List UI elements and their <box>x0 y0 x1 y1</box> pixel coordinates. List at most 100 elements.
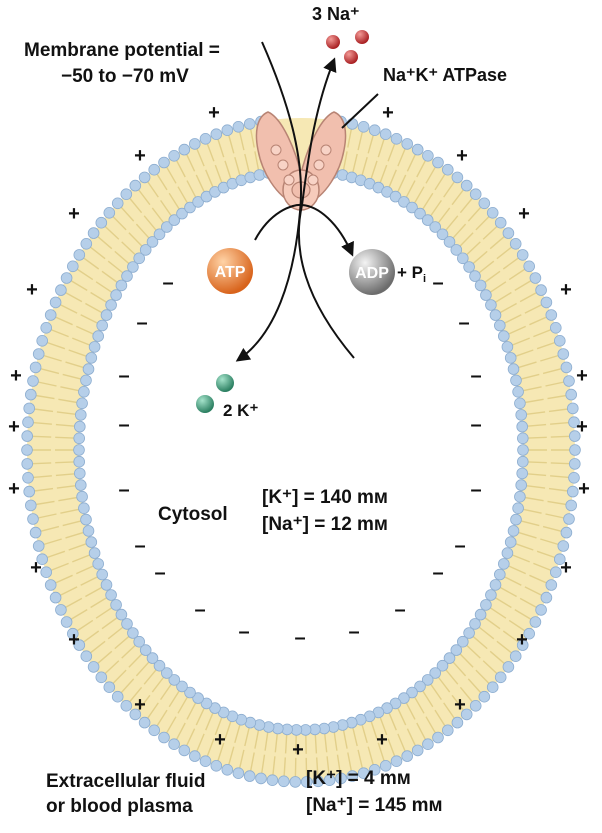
lipid-tail <box>387 143 396 162</box>
lipid-tail <box>114 635 130 650</box>
lipid-tail <box>413 186 425 204</box>
extracellular-positive-charges: +++++++++++++++++++++++ <box>8 102 590 761</box>
lipid-tail <box>55 473 75 477</box>
lipid-tail <box>425 716 437 734</box>
lipid-head <box>504 352 517 364</box>
lipid-head <box>105 299 117 311</box>
lipid-head <box>436 659 449 672</box>
cytosol-label: Cytosol <box>158 504 228 525</box>
lipid-head <box>368 124 381 136</box>
lipid-tail <box>217 742 225 762</box>
lipid-head <box>21 430 34 442</box>
lipid-tail <box>494 597 512 609</box>
potassium-ion-icon <box>216 374 234 392</box>
lipid-tail <box>137 189 151 206</box>
lipid-head <box>88 547 101 559</box>
lipid-tail <box>264 731 269 751</box>
lipid-tail <box>34 487 54 492</box>
positive-charge-sign: + <box>26 279 38 301</box>
lipid-head <box>21 444 33 456</box>
lipid-tail <box>195 707 205 726</box>
lipid-tail <box>249 752 255 772</box>
lipid-tail <box>95 607 113 619</box>
lipid-head <box>469 618 481 630</box>
lipid-head <box>406 201 418 214</box>
negative-charge-sign: – <box>118 479 129 501</box>
lipid-tail <box>85 586 103 598</box>
lipid-tail <box>76 268 94 281</box>
lipid-head <box>36 334 48 347</box>
lipid-tail <box>466 241 481 256</box>
cytosol-k-concentration: [K⁺] = 140 mᴍ <box>262 487 388 508</box>
lipid-tail <box>238 749 245 769</box>
potassium-in-label: 2 K⁺ <box>223 401 258 420</box>
lipid-tail <box>249 128 255 148</box>
positive-charge-sign: + <box>292 739 304 761</box>
positive-charge-sign: + <box>134 145 146 167</box>
lipid-tail <box>527 473 547 477</box>
lipid-tail <box>502 630 520 643</box>
negative-charge-sign: – <box>432 272 443 294</box>
negative-charge-sign: – <box>194 599 205 621</box>
lipid-tail <box>542 525 562 532</box>
lipid-tail <box>425 166 437 184</box>
lipid-tail <box>55 436 75 439</box>
lipid-head <box>540 296 553 309</box>
lipid-tail <box>342 151 348 171</box>
lipid-head <box>429 221 442 233</box>
membrane-core-ring <box>27 118 575 782</box>
negative-charge-sign: – <box>432 562 443 584</box>
lipid-head <box>148 724 161 737</box>
lipid-tail <box>397 174 407 193</box>
lipid-tail <box>406 153 417 172</box>
lipid-tail <box>475 669 490 685</box>
lipid-tail <box>520 373 540 380</box>
lipid-head <box>153 228 166 241</box>
lipid-tail <box>55 461 75 464</box>
lipid-head <box>111 197 124 210</box>
lipid-tail <box>46 550 66 559</box>
sodium-ions <box>326 30 369 64</box>
positive-charge-sign: + <box>518 203 530 225</box>
lipid-tail <box>445 215 459 231</box>
lipid-tail <box>128 653 143 668</box>
lipid-tail <box>459 232 474 247</box>
negative-charge-sign: – <box>458 312 469 334</box>
lipid-tail <box>217 138 225 158</box>
lipid-tail <box>40 368 60 375</box>
lipid-head <box>27 513 39 525</box>
lipid-tail <box>494 291 512 303</box>
lipid-head <box>82 363 95 375</box>
lipid-head <box>24 499 37 512</box>
lipid-tail <box>261 754 266 774</box>
extracellular-line2: or blood plasma <box>46 796 193 817</box>
lipid-head <box>129 708 142 721</box>
lipid-head <box>210 128 223 141</box>
negative-charge-sign: – <box>470 479 481 501</box>
lipid-tail <box>228 134 235 154</box>
lipid-head <box>411 744 424 757</box>
lipid-head <box>40 566 52 578</box>
lipid-tail <box>515 543 534 551</box>
lipid-tail <box>185 153 196 172</box>
lipid-head <box>184 201 196 214</box>
positive-charge-sign: + <box>376 729 388 751</box>
lipid-tail <box>526 411 546 415</box>
lipid-head <box>168 214 181 226</box>
lipid-tail <box>499 586 517 598</box>
lipid-tail <box>46 341 66 350</box>
lipid-head <box>517 444 529 456</box>
lipid-head <box>516 249 529 261</box>
lipid-tail <box>196 148 205 167</box>
extracellular-line1: Extracellular fluid <box>46 771 205 792</box>
lipid-head <box>557 540 570 552</box>
lipid-head <box>432 731 444 744</box>
lipid-tail <box>82 630 100 643</box>
lipid-tail <box>43 354 62 362</box>
lipid-head <box>22 471 34 484</box>
lipid-tail <box>452 661 467 677</box>
lipid-tail <box>484 270 501 284</box>
lipid-tail <box>80 314 99 324</box>
lipid-tail <box>519 291 538 303</box>
lipid-tail <box>76 565 94 575</box>
